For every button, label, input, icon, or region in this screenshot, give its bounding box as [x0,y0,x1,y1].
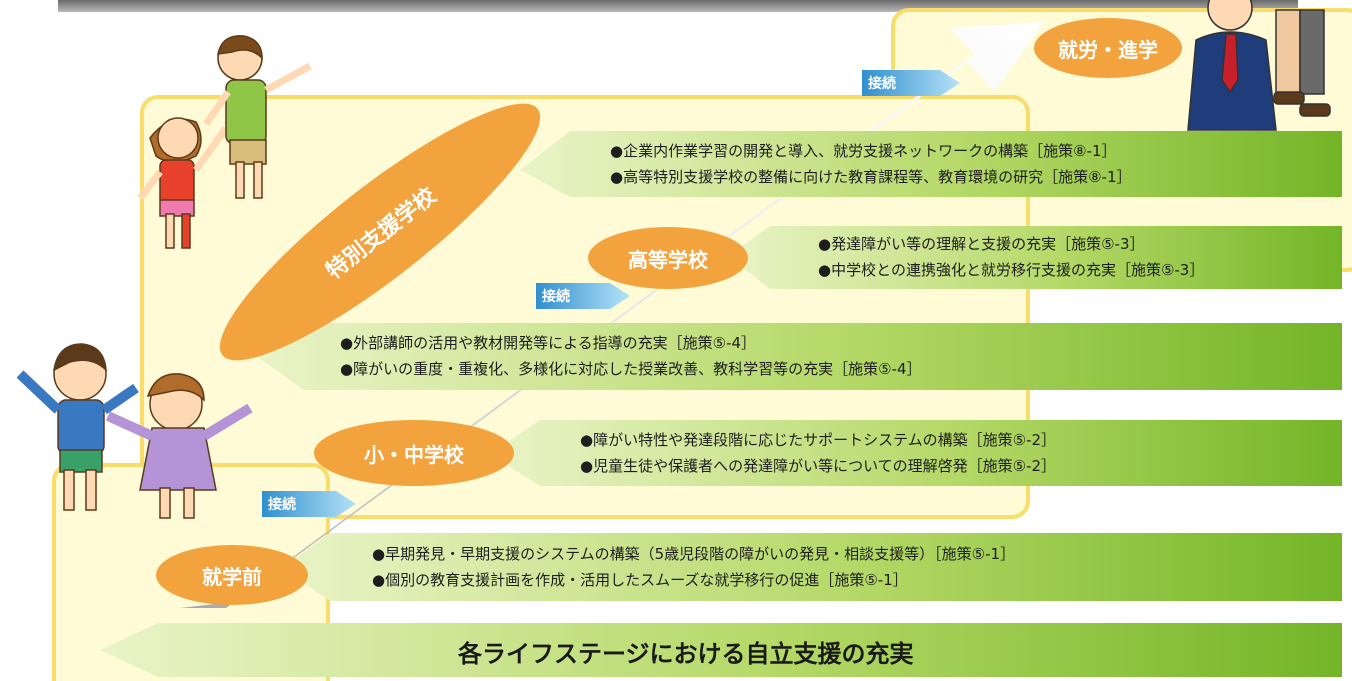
oval-high-school [588,227,748,289]
banner-special-upper-shape [520,131,1342,197]
stage-elem-middle: 小・中学校 [364,442,464,467]
tag-connect-3: 接続 [262,491,296,517]
illustration-boy-top [203,35,312,199]
illustration-students [1187,0,1331,131]
banner-special-lower: ●外部講師の活用や教材開発等による指導の充実［施策⑤-4］ ●障がいの重度・重複… [340,326,922,386]
tag-connect-2: 接続 [536,283,570,309]
stage-preschool: 就学前 [202,564,262,589]
banner-line: ●高等特別支援学校の整備に向けた教育課程等、教育環境の研究［施策⑧-1］ [610,168,1132,186]
banner-elem-middle: ●障がい特性や発達段階に応じたサポートシステムの構築［施策⑤-2］ ●児童生徒や… [580,423,1056,483]
oval-elem-middle [314,420,514,486]
tag-connect-1-label: 接続 [868,76,896,92]
banner-line: ●中学校との連携強化と就労移行支援の充実［施策⑤-3］ [818,261,1205,279]
stage-employment: 就労・進学 [1058,37,1158,62]
banner-preschool: ●早期発見・早期支援のシステムの構築（5歳児段階の障がいの発見・相談支援等）［施… [372,537,1015,597]
tag-connect-2-shape [536,283,630,309]
banner-special-upper: ●企業内作業学習の開発と導入、就労支援ネットワークの構築［施策⑧-1］ ●高等特… [610,134,1132,194]
bottom-title: 各ライフステージにおける自立支援の充実 [458,640,914,668]
stage-high-school: 高等学校 [628,247,708,272]
tag-connect-3-label: 接続 [268,497,296,513]
banner-elem-middle-shape [490,420,1342,486]
banner-line: ●企業内作業学習の開発と導入、就労支援ネットワークの構築［施策⑧-1］ [610,142,1117,160]
illustration-children-top [137,117,229,249]
tag-connect-1-shape [862,70,960,96]
banner-preschool-shape [282,533,1342,601]
banner-line: ●発達障がい等の理解と支援の充実［施策⑤-3］ [818,235,1145,253]
banner-high-school-shape [728,226,1342,289]
banner-line: ●早期発見・早期支援のシステムの構築（5歳児段階の障がいの発見・相談支援等）［施… [372,545,1016,563]
oval-special-school [219,103,541,361]
tag-connect-1: 接続 [862,70,896,96]
banner-line: ●障がいの重度・重複化、多様化に対応した授業改善、教科学習等の充実［施策⑤-4］ [340,360,922,378]
banner-line: ●児童生徒や保護者への発達障がい等についての理解啓発［施策⑤-2］ [580,457,1057,475]
tag-connect-3-shape [262,491,356,517]
banner-line: ●障がい特性や発達段階に応じたサポートシステムの構築［施策⑤-2］ [580,431,1057,449]
illustration-children-bottom [16,343,253,519]
banner-special-lower-shape [256,323,1342,390]
banner-line: ●個別の教育支援計画を作成・活用したスムーズな就学移行の促進［施策⑤-1］ [372,571,908,589]
banner-bottom-shape [100,623,1342,677]
banner-line: ●外部講師の活用や教材開発等による指導の充実［施策⑤-4］ [340,334,757,352]
tag-connect-2-label: 接続 [542,289,570,305]
oval-employment [1034,18,1182,78]
oval-preschool [156,545,308,605]
banner-high-school: ●発達障がい等の理解と支援の充実［施策⑤-3］ ●中学校との連携強化と就労移行支… [818,228,1204,286]
